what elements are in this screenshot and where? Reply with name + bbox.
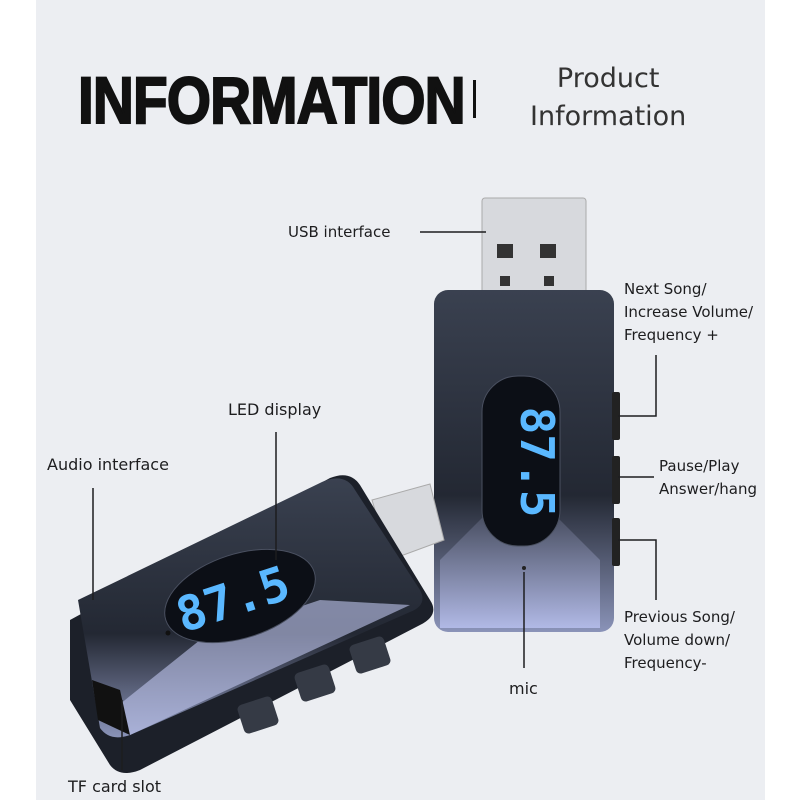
mic-hole [522,566,526,570]
label-line: Volume down/ [624,631,731,649]
prev-button [612,518,620,566]
pause-button [612,456,620,504]
page-subtitle: Product Information [530,60,686,136]
display-value-back: 87.5 [510,407,564,518]
page-title: INFORMATION [77,62,466,138]
tf-slot [92,680,130,735]
label-line: Increase Volume/ [624,303,754,321]
label-led-display: LED display [228,400,322,419]
label-next-song: Next Song/ Increase Volume/ Frequency + [624,278,753,347]
label-previous-song: Previous Song/ Volume down/ Frequency- [624,606,735,675]
back-device: 87.5 [434,197,620,632]
led-display-back [481,375,561,547]
title-divider [473,80,476,118]
subtitle-line-1: Product [556,63,660,94]
front-device: 87.5 [70,475,445,774]
label-mic: mic [509,679,538,698]
label-usb-interface: USB interface [288,223,391,241]
leader-lines [92,231,657,770]
label-line: Frequency- [624,654,707,672]
label-line: Previous Song/ [624,608,735,626]
mic-hole-front [165,630,171,636]
next-button [612,392,620,440]
led-display-front [164,548,316,644]
label-tf-card-slot: TF card slot [68,777,162,796]
label-audio-interface: Audio interface [47,455,169,474]
label-line: Pause/Play [659,457,740,475]
label-line: Answer/hang [659,480,758,498]
label-line: Frequency + [624,326,719,344]
label-line: Next Song/ [624,280,707,298]
subtitle-line-2: Information [530,101,687,132]
label-pause-play: Pause/Play Answer/hang [659,455,757,501]
